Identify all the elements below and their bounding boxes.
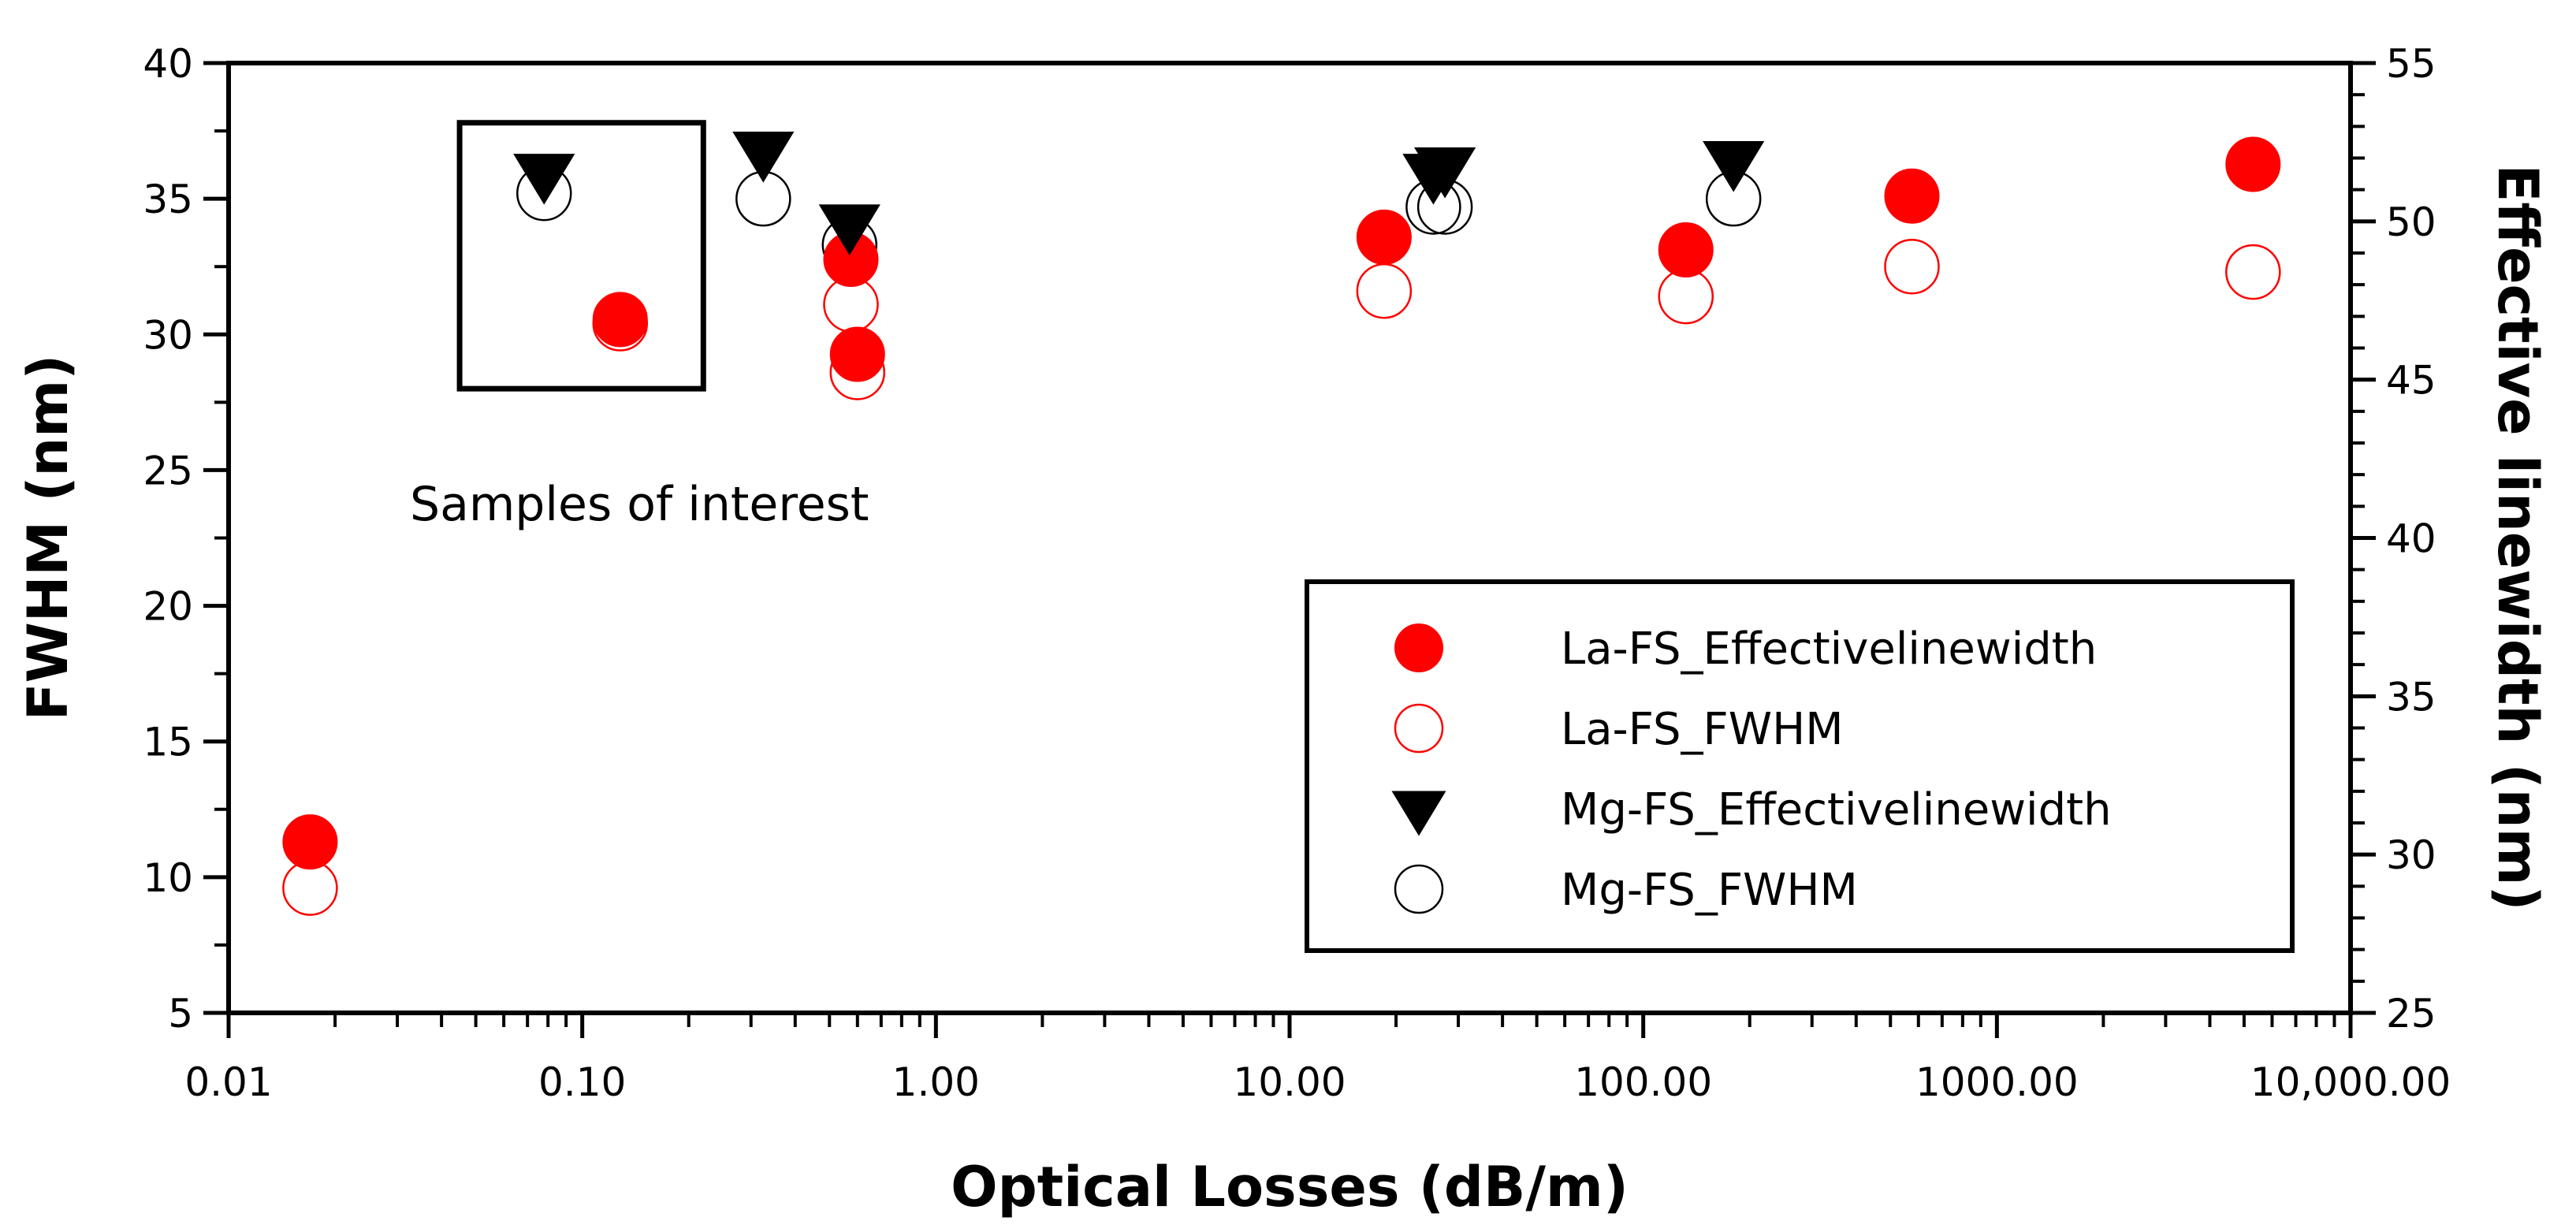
- legend-marker: [1391, 791, 1446, 836]
- y2-tick-label: 45: [2386, 358, 2436, 404]
- data-point: [1884, 238, 1940, 295]
- data-point: [282, 814, 338, 870]
- legend-label: Mg-FS_Effectivelinewidth: [1561, 784, 2112, 836]
- samples-of-interest-box: [456, 120, 706, 392]
- data-point: [1414, 147, 1476, 199]
- annotation-label: Samples of interest: [410, 477, 869, 532]
- data-point: [1658, 221, 1714, 277]
- annotation-layer: Samples of interest: [410, 120, 869, 532]
- data-point: [1356, 209, 1412, 265]
- x-tick-label: 1000.00: [1915, 1059, 2079, 1105]
- legend-label: La-FS_Effectivelinewidth: [1561, 623, 2097, 675]
- data-point: [1884, 168, 1940, 224]
- data-point: [2225, 136, 2281, 192]
- data-point: [732, 131, 795, 183]
- series-La-FS_Effectivelinewidth: [282, 136, 2281, 870]
- y-tick-label: 20: [143, 584, 193, 630]
- y2-axis-title: Effective linewidth (nm): [2485, 165, 2550, 911]
- x-tick-label: 0.01: [184, 1059, 272, 1105]
- data-point: [818, 204, 880, 255]
- data-point: [1658, 268, 1714, 325]
- data-point: [513, 154, 575, 205]
- ticks-layer: 0.01 0.10 1.00 10.00 100.00 1000.00 10,000.00 5…: [143, 41, 2451, 1105]
- y2-tick-label: 30: [2386, 832, 2436, 878]
- x-tick-label: 1.00: [892, 1059, 980, 1105]
- y-tick-label: 10: [143, 855, 193, 901]
- data-point: [2225, 244, 2281, 300]
- x-tick-label: 10.00: [1233, 1059, 1346, 1105]
- data-point: [1356, 262, 1413, 319]
- y-tick-label: 40: [143, 41, 193, 87]
- x-tick-label: 10,000.00: [2250, 1059, 2451, 1105]
- y2-tick-label: 50: [2386, 199, 2436, 245]
- x-tick-label: 0.10: [538, 1059, 626, 1105]
- legend-label: Mg-FS_FWHM: [1561, 865, 1858, 916]
- y2-tick-label: 35: [2386, 674, 2436, 720]
- x-tick-label: 100.00: [1574, 1059, 1712, 1105]
- y2-tick-label: 55: [2386, 41, 2436, 87]
- y-tick-label: 30: [143, 312, 193, 358]
- data-point: [592, 292, 648, 348]
- legend-label: La-FS_FWHM: [1561, 704, 1844, 755]
- legend-box: [1305, 579, 2295, 953]
- legend-marker: [1394, 703, 1444, 754]
- legend-marker: [1394, 864, 1444, 914]
- y-tick-label: 5: [168, 991, 193, 1037]
- series-Mg-FS_Effectivelinewidth: [513, 131, 1765, 255]
- y-axis-title: FWHM (nm): [16, 355, 80, 720]
- data-point: [1703, 141, 1765, 192]
- y-tick-label: 15: [143, 720, 193, 765]
- y-tick-label: 25: [143, 448, 193, 493]
- y2-tick-label: 25: [2386, 991, 2436, 1037]
- x-axis-title: Optical Losses (dB/m): [951, 1155, 1629, 1219]
- plot-layer: [282, 131, 2281, 916]
- y2-tick-label: 40: [2386, 516, 2436, 562]
- y-tick-label: 35: [143, 177, 193, 222]
- legend-marker: [1394, 623, 1443, 672]
- data-point: [829, 326, 885, 382]
